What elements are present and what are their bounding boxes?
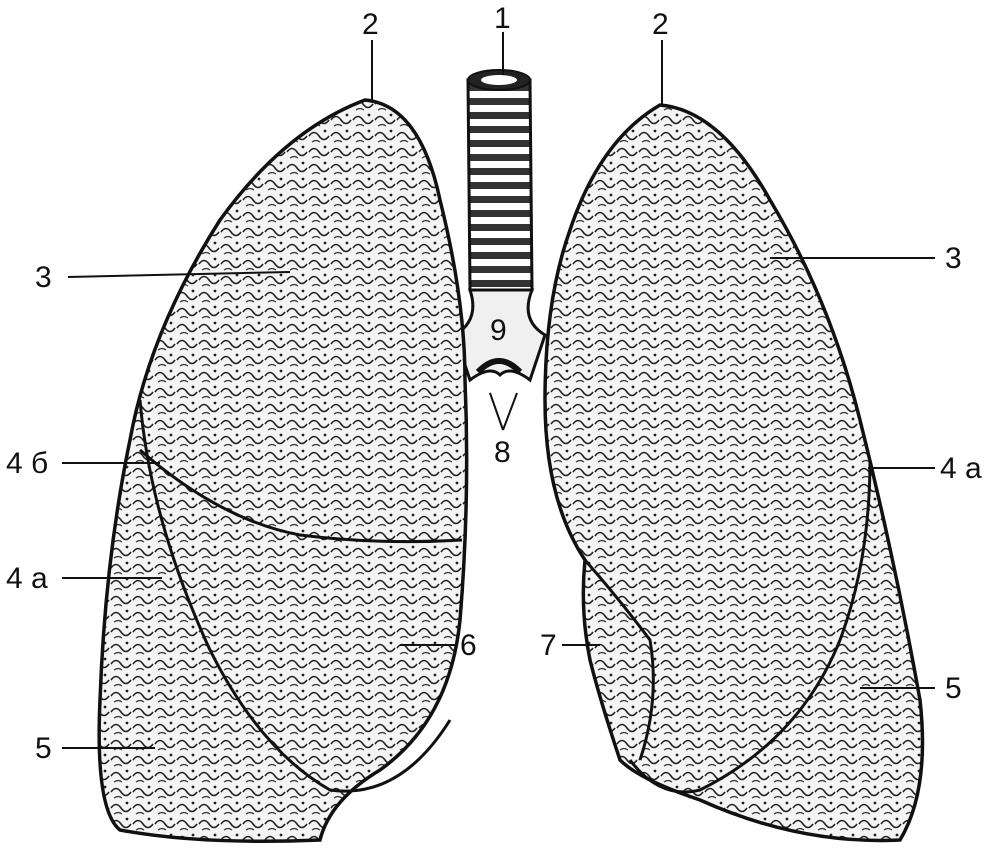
horizontal-fissure-right xyxy=(139,448,463,544)
leader-8 xyxy=(489,392,504,431)
left-lung xyxy=(543,103,925,843)
cardiac-notch-left xyxy=(583,559,655,761)
label-main-bronchi: 9 xyxy=(490,314,507,347)
label-bifurcation: 8 xyxy=(494,436,511,469)
oblique-fissure-right xyxy=(138,399,452,793)
oblique-fissure-left xyxy=(628,459,872,794)
leader-8b xyxy=(502,392,518,431)
leader-3-right xyxy=(67,271,291,278)
label-lower-lobe-right: 5 xyxy=(35,732,52,765)
label-apex-right: 2 xyxy=(362,8,379,41)
label-middle-lobe: 6 xyxy=(460,629,477,662)
label-lower-lobe-left: 5 xyxy=(945,672,962,705)
leader-lines xyxy=(62,32,935,749)
right-lung xyxy=(97,98,469,843)
trachea xyxy=(466,69,534,292)
label-oblique-fissure-right: 4 а xyxy=(6,562,48,595)
label-lingula: 7 xyxy=(540,629,557,662)
bronchial-bifurcation xyxy=(453,288,547,383)
labels: 1 2 2 3 3 4 б 4 а 4 а 5 5 6 7 8 9 xyxy=(6,2,982,765)
label-horizontal-fissure: 4 б xyxy=(6,447,48,480)
label-upper-lobe-right: 3 xyxy=(35,261,52,294)
label-upper-lobe-left: 3 xyxy=(945,242,962,275)
label-apex-left: 2 xyxy=(652,8,669,41)
label-oblique-fissure-left: 4 а xyxy=(940,452,982,485)
label-trachea: 1 xyxy=(494,2,511,35)
